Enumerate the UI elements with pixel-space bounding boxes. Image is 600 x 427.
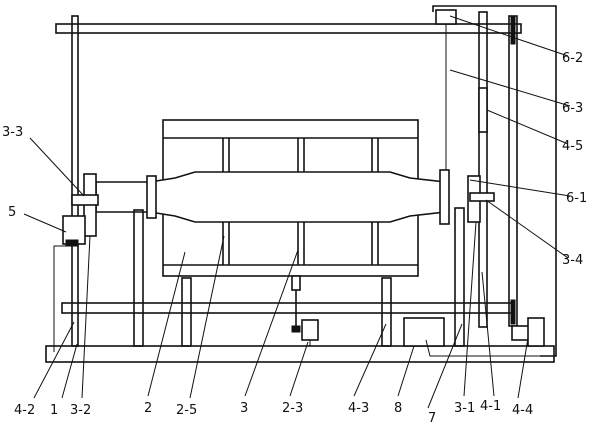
label-3-2: 3-2 — [70, 403, 91, 418]
right-rod-4-5 — [508, 15, 518, 327]
label-1: 1 — [50, 403, 58, 418]
label-2: 2 — [144, 401, 152, 416]
label-4-2: 4-2 — [14, 403, 35, 418]
label-5: 5 — [8, 205, 16, 220]
rod-cap-top — [510, 15, 516, 45]
label-2-5: 2-5 — [176, 403, 197, 418]
left-clamp-3-3 — [71, 194, 99, 206]
base-plate-8 — [403, 317, 445, 347]
plate-wire — [425, 339, 540, 357]
label-3: 3 — [240, 401, 248, 416]
label-4-4: 4-4 — [512, 403, 533, 418]
right-rod-4-1 — [478, 11, 488, 328]
controller-wire — [309, 340, 409, 347]
leg-left — [133, 209, 144, 347]
drive-unit-foot — [65, 239, 79, 247]
label-4-5: 4-5 — [562, 139, 583, 154]
flange-right — [439, 169, 450, 225]
label-6-3: 6-3 — [562, 101, 583, 116]
label-3-1: 3-1 — [454, 401, 475, 416]
leg-inner-right — [381, 277, 392, 347]
leg-inner-left — [181, 277, 192, 347]
top-rail — [55, 23, 522, 34]
label-8: 8 — [394, 401, 402, 416]
label-3-4: 3-4 — [562, 253, 583, 268]
label-6-2: 6-2 — [562, 51, 583, 66]
label-4-1: 4-1 — [480, 399, 501, 414]
label-2-3: 2-3 — [282, 401, 303, 416]
controller-box — [301, 319, 319, 341]
plunger-2-3 — [291, 275, 301, 291]
right-frame-wire — [432, 5, 557, 357]
label-7: 7 — [428, 411, 436, 426]
label-3-3: 3-3 — [2, 125, 23, 140]
drive-wire — [53, 245, 70, 352]
leader-lines — [23, 15, 571, 409]
base-frame — [45, 345, 555, 363]
rod-cap-bottom — [510, 299, 516, 325]
flange-left — [146, 175, 157, 219]
slider-4-5 — [478, 87, 488, 133]
left-rod — [71, 15, 79, 347]
lower-rail — [61, 302, 515, 314]
leg-right — [454, 207, 465, 347]
right-clamp-3-4 — [469, 192, 495, 202]
label-4-3: 4-3 — [348, 401, 369, 416]
label-6-1: 6-1 — [566, 191, 587, 206]
motor-housing — [527, 317, 545, 347]
plunger-foot — [291, 325, 301, 333]
